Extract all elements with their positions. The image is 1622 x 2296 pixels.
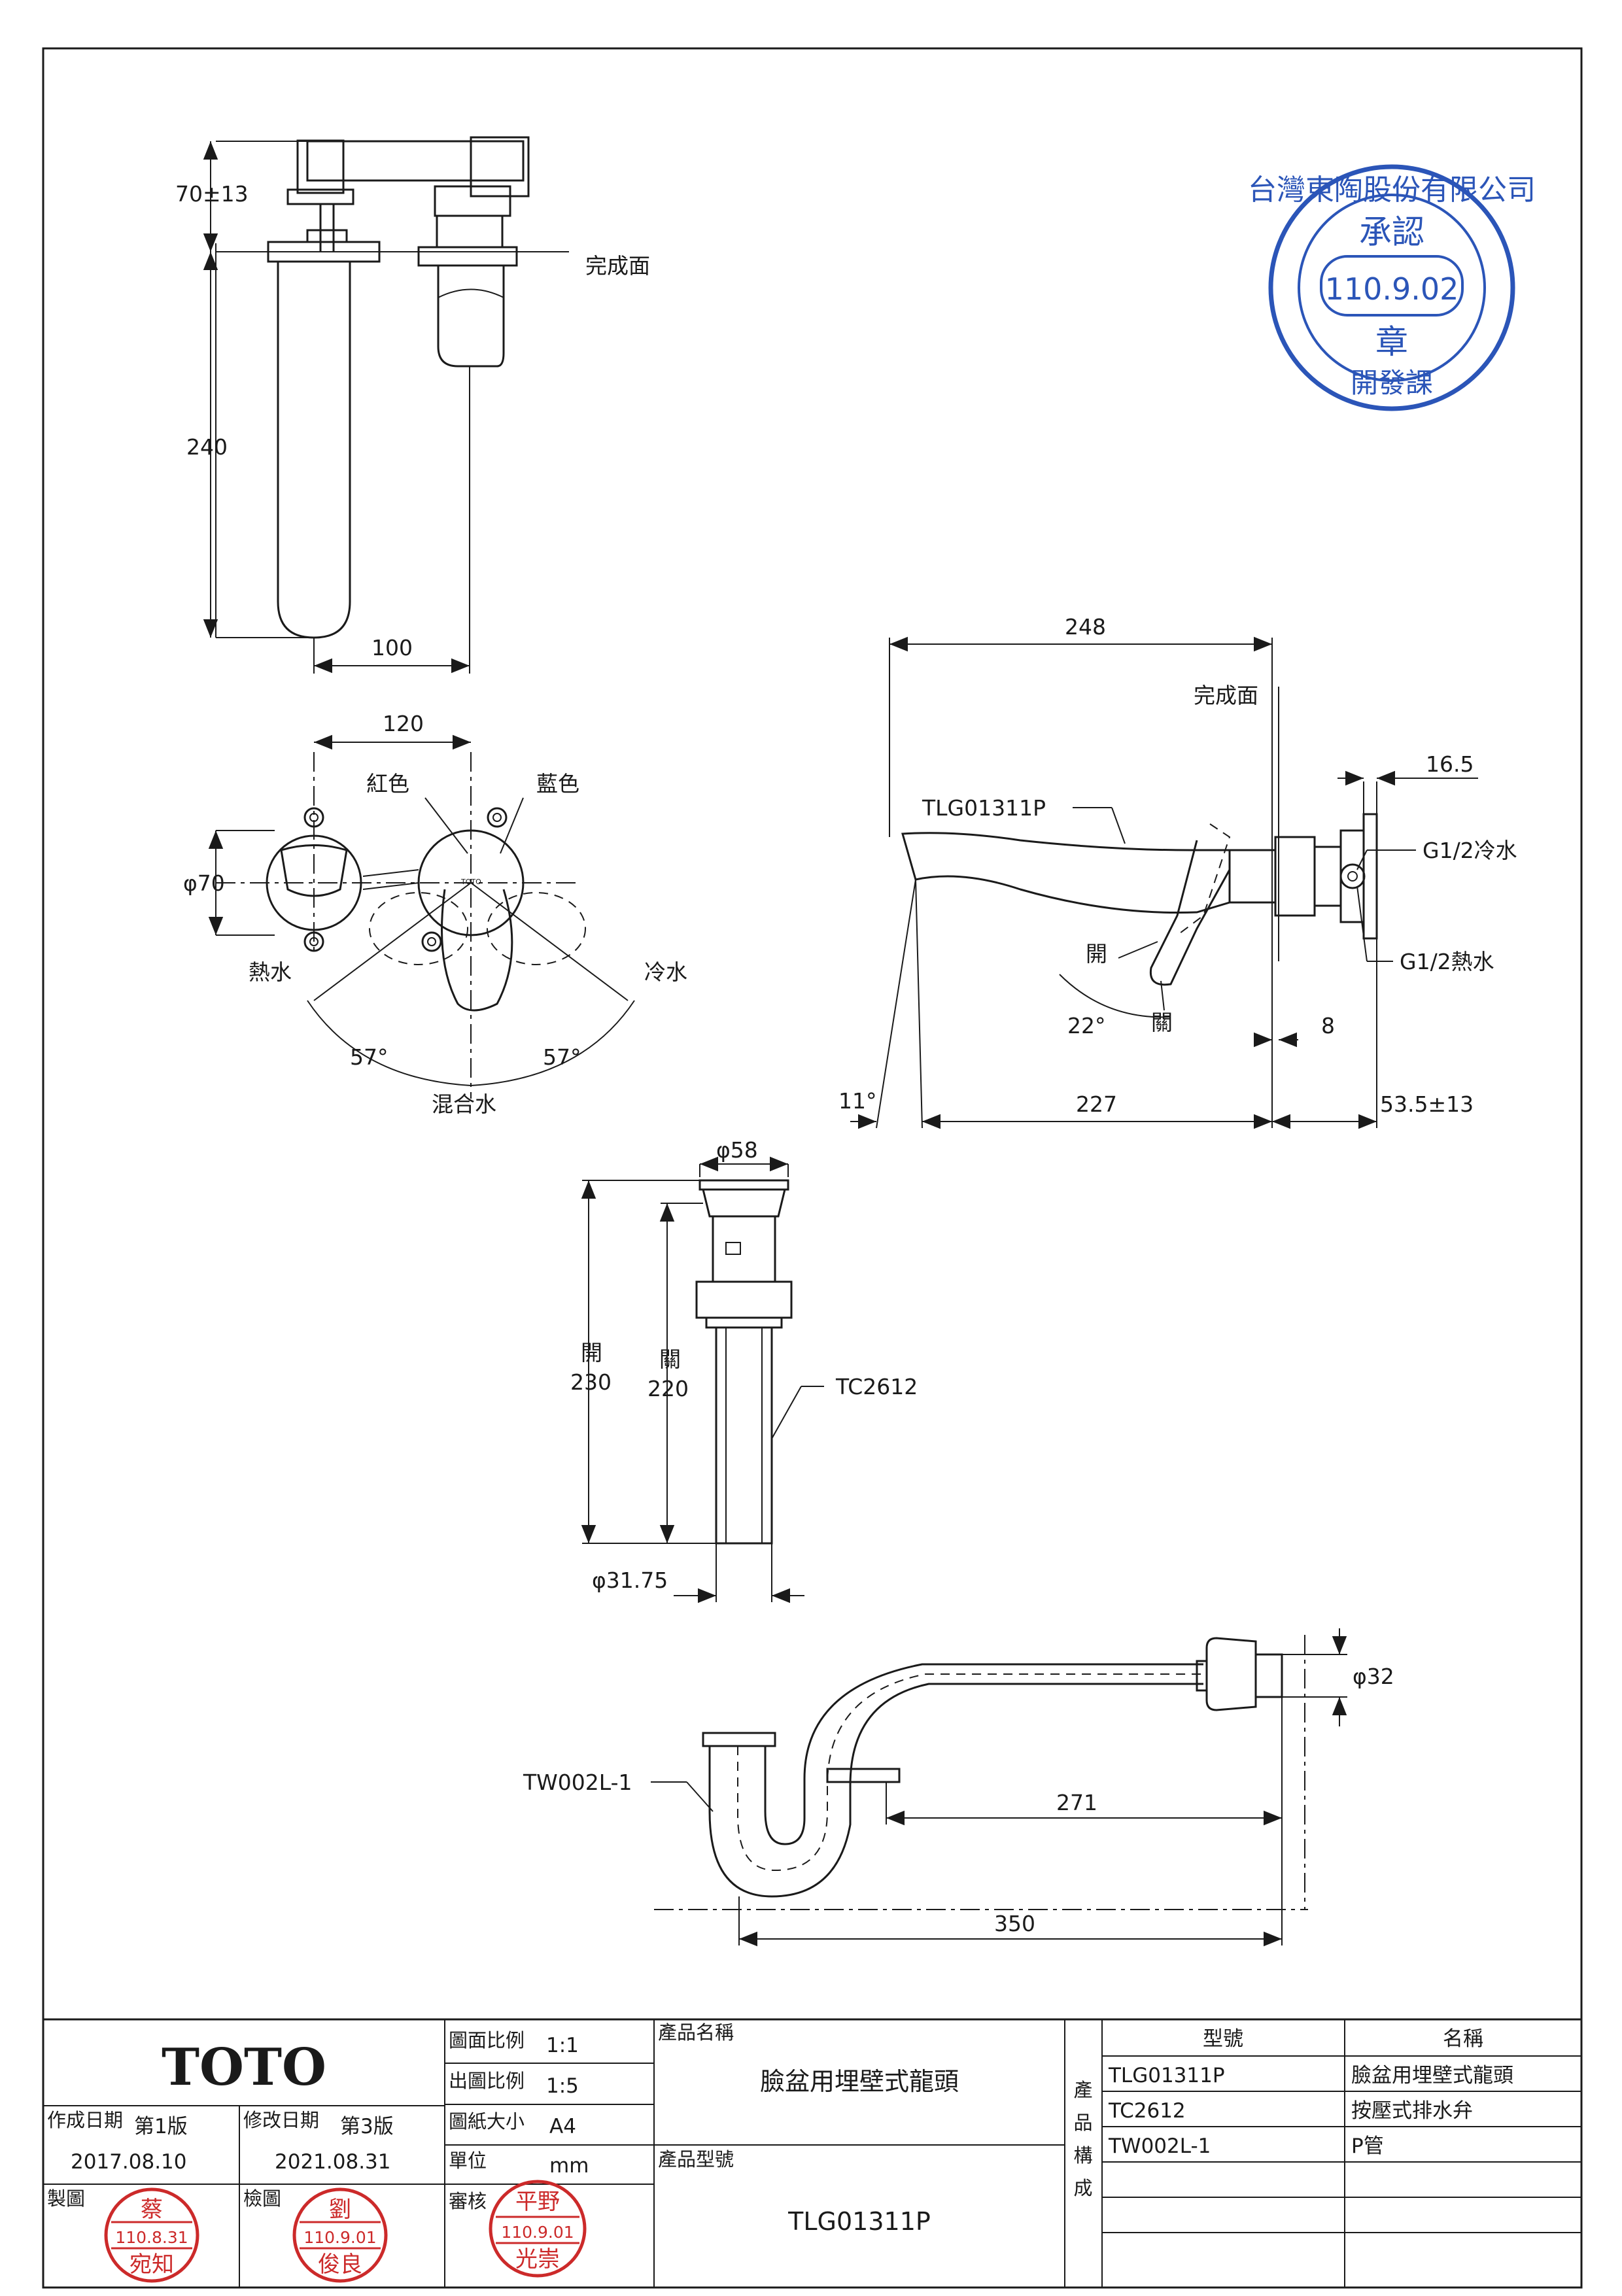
created-label: 作成日期	[47, 2109, 123, 2131]
top-view: 70±13 240 100 完成面	[175, 136, 650, 674]
scale-label: 圖面比例	[449, 2029, 525, 2051]
drawn-label: 製圖	[47, 2187, 85, 2210]
ptrap-model-label: TW002L-1	[523, 1770, 632, 1795]
red-label: 紅色	[366, 771, 409, 797]
stamp-checked-bottom: 俊良	[318, 2252, 362, 2278]
paper-size-label: 圖紙大小	[449, 2110, 525, 2133]
stamp-reviewed-bottom: 光崇	[515, 2246, 560, 2272]
stamp-reviewed-date: 110.9.01	[501, 2223, 574, 2242]
ptrap-view: TW002L-1 φ32 271 350	[523, 1628, 1394, 1947]
dim-phi32: φ32	[1353, 1664, 1394, 1689]
composition-char-2: 品	[1073, 2112, 1092, 2134]
angle-11: 11°	[838, 1088, 877, 1114]
product-name-label: 產品名稱	[658, 2021, 734, 2044]
dim-16-5: 16.5	[1426, 751, 1474, 777]
product-model: TLG01311P	[787, 2207, 931, 2236]
stamp-dept: 開發課	[1351, 367, 1433, 399]
dim-248: 248	[1065, 614, 1106, 640]
dim-phi58: φ58	[716, 1137, 758, 1163]
components-header-name: 名稱	[1443, 2027, 1483, 2051]
created-date: 2017.08.10	[71, 2150, 187, 2174]
finish-surface-label-top: 完成面	[585, 253, 650, 279]
modified-version: 第3版	[340, 2115, 394, 2138]
stamp-seal: 章	[1375, 323, 1408, 361]
dim-120: 120	[383, 711, 424, 736]
stamp-reviewed-top: 平野	[515, 2189, 560, 2215]
title-block: TOTO 作成日期 第1版 2017.08.10 修改日期 第3版 2021.0…	[42, 2018, 1583, 2289]
dim-53-5: 53.5±13	[1380, 1091, 1474, 1117]
dim-70-13: 70±13	[175, 181, 249, 207]
g12-hot-label: G1/2熱水	[1400, 949, 1494, 974]
angle-22: 22°	[1067, 1013, 1106, 1038]
component-model-2: TC2612	[1108, 2099, 1186, 2123]
toto-logo: TOTO	[162, 2038, 326, 2097]
stamp-checked-date: 110.9.01	[303, 2228, 376, 2247]
checked-label: 檢圖	[243, 2187, 281, 2210]
stamp-drawn-top: 蔡	[141, 2197, 163, 2223]
open-label: 開	[1086, 941, 1107, 967]
drain-model-label: TC2612	[835, 1374, 918, 1399]
approval-stamp: 台灣東陶股份有限公司 承認 110.9.02 章 開發課	[1248, 164, 1536, 411]
dim-100: 100	[371, 635, 413, 660]
cold-water-label: 冷水	[644, 959, 687, 985]
angle-57-left: 57°	[350, 1044, 388, 1070]
dim-271: 271	[1056, 1790, 1097, 1815]
stamp-reviewed: 平野 110.9.01 光崇	[489, 2180, 587, 2278]
modified-date: 2021.08.31	[275, 2150, 391, 2174]
composition-label-vertical: 產 品 構 成	[1073, 2079, 1092, 2199]
components-header-model: 型號	[1203, 2027, 1243, 2051]
reviewed-label: 審核	[449, 2190, 487, 2212]
g12-cold-label: G1/2冷水	[1423, 838, 1517, 863]
dim-230: 230	[570, 1369, 612, 1395]
close-label: 關	[1151, 1010, 1173, 1035]
stamp-checked: 劉 110.9.01 俊良	[292, 2187, 388, 2283]
unit-label: 單位	[449, 2150, 487, 2172]
stamp-drawn-bottom: 宛知	[129, 2252, 174, 2278]
composition-char-1: 產	[1073, 2079, 1092, 2101]
print-scale-value: 1:5	[546, 2074, 579, 2098]
drain-close-label: 關	[659, 1346, 681, 1372]
dim-350: 350	[994, 1911, 1035, 1936]
angle-57-right: 57°	[543, 1044, 581, 1070]
stamp-approve: 承認	[1359, 213, 1424, 251]
mixed-water-label: 混合水	[432, 1091, 496, 1117]
paper-size-value: A4	[549, 2115, 576, 2138]
dim-220: 220	[647, 1376, 689, 1401]
dim-phi31-75: φ31.75	[592, 1568, 668, 1593]
composition-char-4: 成	[1073, 2177, 1092, 2199]
faucet-model-label: TLG01311P	[922, 795, 1046, 821]
blue-label: 藍色	[536, 771, 579, 797]
front-view: TOTO 120 φ70 紅色 藍色 熱水 冷水 57° 57° 混合水	[183, 711, 687, 1117]
side-view: 248 完成面 TLG01311P 16.5 G1/2冷水 G1/2熱水 開 關…	[838, 614, 1517, 1129]
component-name-1: 臉盆用埋壁式龍頭	[1351, 2064, 1513, 2087]
dim-227: 227	[1076, 1091, 1117, 1117]
dim-8: 8	[1321, 1013, 1335, 1038]
hot-water-label: 熱水	[249, 959, 292, 985]
dim-phi70: φ70	[183, 870, 225, 896]
product-model-label: 產品型號	[658, 2148, 734, 2170]
component-model-3: TW002L-1	[1108, 2134, 1211, 2158]
created-version: 第1版	[134, 2115, 188, 2138]
stamp-checked-top: 劉	[329, 2197, 351, 2223]
composition-char-3: 構	[1073, 2144, 1092, 2167]
unit-value: mm	[549, 2154, 589, 2178]
component-name-3: P管	[1351, 2134, 1384, 2158]
stamp-ring-text: 台灣東陶股份有限公司	[1248, 173, 1536, 207]
print-scale-label: 出圖比例	[449, 2070, 525, 2092]
drain-open-label: 開	[581, 1340, 602, 1365]
stamp-date: 110.9.02	[1325, 271, 1459, 307]
finish-surface-label-side: 完成面	[1194, 683, 1258, 708]
stamp-drawn: 蔡 110.8.31 宛知	[104, 2187, 199, 2283]
component-name-2: 按壓式排水弁	[1351, 2099, 1473, 2123]
product-name: 臉盆用埋壁式龍頭	[760, 2067, 959, 2096]
scale-value: 1:1	[546, 2034, 579, 2057]
stamp-drawn-date: 110.8.31	[115, 2228, 188, 2247]
drain-view: φ58 開 230 關 220 TC2612 φ31.75	[570, 1137, 918, 1603]
dim-240: 240	[186, 434, 228, 460]
component-model-1: TLG01311P	[1108, 2064, 1225, 2087]
modified-label: 修改日期	[243, 2109, 319, 2131]
